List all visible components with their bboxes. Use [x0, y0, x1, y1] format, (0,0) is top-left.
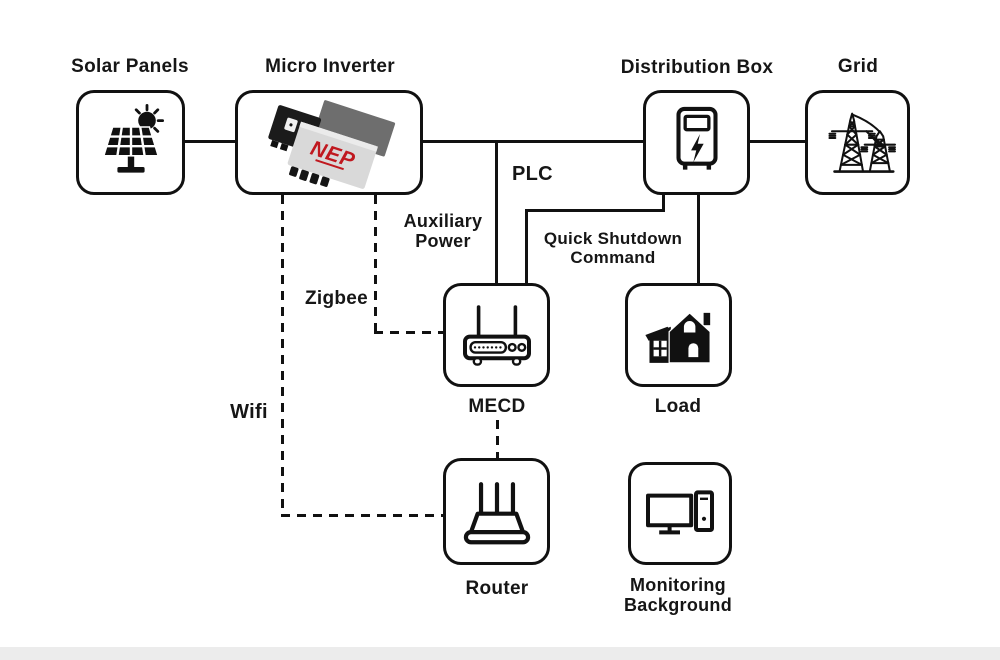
title-micro-inverter: Micro Inverter — [265, 56, 395, 77]
line-zigbee-horizontal — [374, 331, 443, 334]
node-monitoring-background — [628, 462, 732, 565]
bottom-gray-band — [0, 647, 1000, 660]
node-distribution-box — [643, 90, 750, 195]
house-icon — [644, 312, 711, 364]
node-solar-panels — [76, 90, 185, 195]
node-micro-inverter: NEP — [235, 90, 423, 195]
line-solar-to-inverter — [183, 140, 235, 143]
line-mecd-to-router — [496, 420, 499, 458]
solar-panel-icon — [102, 103, 164, 173]
micro-inverter-photo: NEP — [268, 99, 396, 189]
line-plc-bus-to-mecd — [495, 141, 498, 283]
label-quick-shutdown-line2: Command — [570, 248, 656, 268]
label-zigbee: Zigbee — [304, 288, 368, 309]
distribution-box-icon — [675, 106, 718, 170]
label-load: Load — [654, 396, 702, 417]
label-router: Router — [465, 578, 529, 599]
node-grid — [805, 90, 910, 195]
label-auxiliary-line1: Auxiliary — [403, 211, 483, 231]
label-monitoring-background: Monitoring Background — [593, 575, 763, 615]
node-load — [625, 283, 732, 387]
line-wifi-horizontal — [281, 514, 443, 517]
label-monitoring-line1: Monitoring — [630, 575, 726, 595]
computer-icon — [646, 489, 714, 534]
label-auxiliary-line2: Power — [415, 231, 471, 252]
router-icon — [463, 481, 530, 544]
title-distribution-box: Distribution Box — [620, 57, 774, 78]
line-zigbee-vertical — [374, 195, 377, 334]
line-inverter-to-distribution — [423, 140, 645, 143]
modem-icon — [462, 305, 531, 366]
label-mecd: MECD — [468, 396, 526, 417]
line-quickshutdown-stub — [662, 193, 665, 212]
title-grid: Grid — [837, 56, 879, 77]
label-wifi: Wifi — [230, 401, 268, 423]
label-auxiliary-power: Auxiliary Power — [373, 211, 513, 251]
line-distribution-to-grid — [748, 140, 805, 143]
label-plc: PLC — [512, 163, 553, 185]
power-grid-towers-icon — [827, 112, 896, 173]
node-router — [443, 458, 550, 565]
title-solar-panels: Solar Panels — [71, 56, 189, 77]
label-monitoring-line2: Background — [623, 595, 732, 616]
label-quick-shutdown-command: Quick Shutdown Command — [528, 229, 698, 267]
line-quickshutdown-horizontal — [525, 209, 665, 212]
node-mecd — [443, 283, 550, 387]
label-quick-shutdown-line1: Quick Shutdown — [543, 229, 683, 248]
line-distribution-to-load — [697, 193, 700, 283]
line-wifi-vertical — [281, 195, 284, 517]
line-quickshutdown-to-mecd — [525, 209, 528, 283]
